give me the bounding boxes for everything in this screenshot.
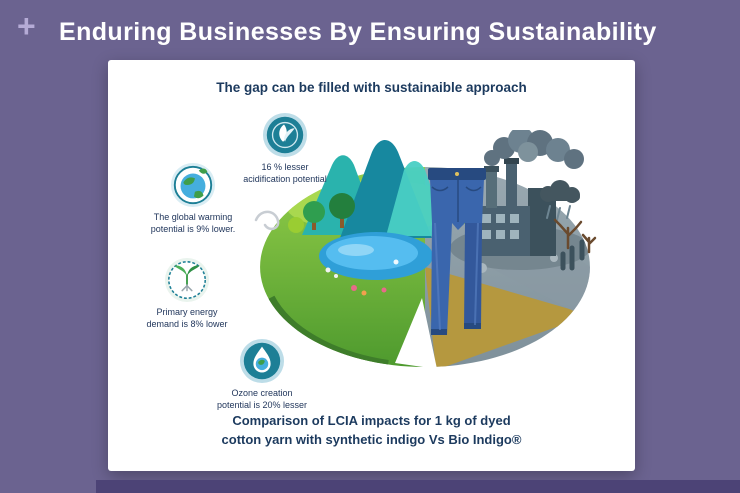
- stat-text: demand is 8% lower: [146, 318, 228, 329]
- factory: [476, 158, 556, 256]
- stat-text: potential is 20% lesser: [216, 399, 308, 410]
- pollution-drips: [560, 239, 585, 271]
- ozone-drop-badge-icon: [239, 338, 285, 384]
- infographic-heading: The gap can be filled with sustainaible …: [216, 80, 527, 95]
- wind-swirl: [254, 210, 280, 231]
- stat-ozone: Ozone creation potential is 20% lesser: [197, 338, 327, 411]
- earth-halves-illustration: [254, 130, 597, 369]
- infographic-card: The gap can be filled with sustainaible …: [108, 60, 635, 471]
- seedling-badge-icon: [164, 257, 210, 303]
- caption-line: Comparison of LCIA impacts for 1 kg of d…: [232, 413, 511, 428]
- jeans-illustration: [428, 168, 486, 335]
- smoke: [484, 130, 584, 169]
- caption: Comparison of LCIA impacts for 1 kg of d…: [108, 412, 635, 450]
- stat-text: potential is 9% lower.: [150, 223, 236, 234]
- stat-text: Ozone creation: [231, 388, 293, 398]
- gap-wedge: [395, 298, 437, 369]
- stat-global-warming: The global warming potential is 9% lower…: [128, 162, 258, 235]
- dead-trees: [553, 218, 597, 254]
- bottom-bar: [96, 480, 740, 493]
- rain-cloud: [540, 180, 580, 221]
- flowers-coral: [325, 267, 387, 296]
- caption-line: cotton yarn with synthetic indigo Vs Bio…: [221, 431, 522, 447]
- stat-text: Primary energy: [156, 307, 218, 317]
- plus-icon: +: [17, 8, 36, 44]
- stat-text: 16 % lesser: [261, 162, 309, 172]
- slide-title: Enduring Businesses By Ensuring Sustaina…: [59, 18, 657, 46]
- stat-text: The global warming: [153, 212, 233, 222]
- globe-badge-icon: [170, 162, 216, 208]
- lake: [319, 232, 433, 280]
- stat-text: acidification potential: [243, 173, 327, 184]
- stat-primary-energy: Primary energy demand is 8% lower: [122, 257, 252, 330]
- leaf-badge-icon: [262, 112, 308, 158]
- stat-acidification: 16 % lesser acidification potential: [220, 112, 350, 185]
